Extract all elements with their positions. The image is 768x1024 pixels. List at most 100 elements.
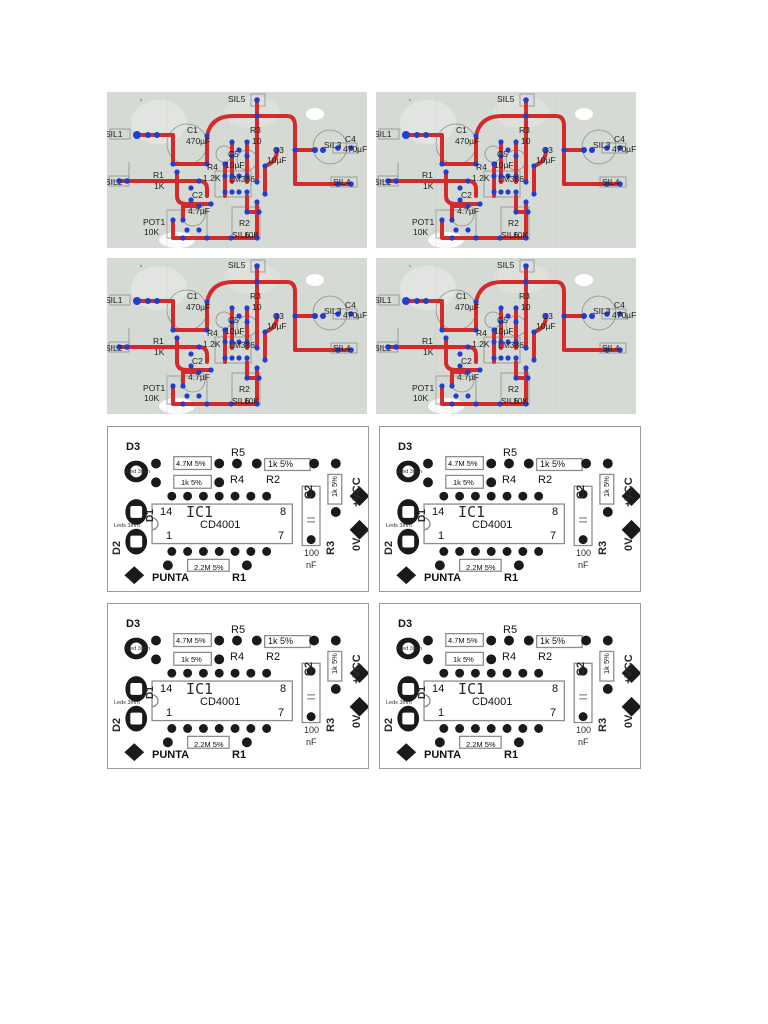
label-r4: R4: [207, 162, 218, 172]
cursor-icon: [409, 98, 411, 101]
label-ic-part: CD4001: [200, 696, 241, 708]
logic-board-1: D3 Led 3mm 4.7M 5% R5 1k 5% 1k 5% R4 R2 …: [107, 426, 369, 592]
label-punta: PUNTA: [152, 749, 190, 761]
label-pin1: 1: [438, 530, 445, 542]
label-vcc: +VCC: [623, 654, 635, 684]
value-r2: 1k 5%: [268, 636, 294, 646]
label-ic1: IC1: [458, 680, 486, 698]
label-sil2: SIL2: [107, 177, 123, 187]
label-d1: D1: [145, 509, 156, 522]
pcb-artwork: [396, 632, 640, 762]
label-c1: C1: [187, 125, 198, 135]
label-pin8: 8: [552, 506, 559, 518]
logic-board-2: D3 Led 3mm 4.7M 5% R5 1k 5% 1k 5% R4 R2 …: [379, 426, 641, 592]
value-c3: 10µF: [267, 155, 287, 165]
value-r4: 1.2K: [472, 339, 490, 349]
pcb-pads: [124, 635, 368, 762]
label-sil2: SIL2: [376, 177, 392, 187]
value-c4: 470µF: [343, 144, 367, 154]
value-c1: 470µF: [186, 136, 211, 146]
value-r2: 10K: [513, 396, 529, 406]
value-r1: 2.2M 5%: [194, 563, 224, 572]
label-leds: Leds 3mm: [386, 523, 412, 529]
label-d1: D1: [417, 509, 428, 522]
label-r2: R2: [266, 474, 281, 486]
label-pin1: 1: [166, 707, 173, 719]
label-r1: R1: [153, 336, 164, 346]
value-c2: 4.7µF: [188, 206, 210, 216]
led-lenses: [402, 465, 415, 548]
label-sil1: SIL1: [376, 295, 392, 305]
label-r2: R2: [508, 218, 519, 228]
label-r3: R3: [250, 125, 261, 135]
label-r4: R4: [502, 474, 517, 486]
value-c2-b: nF: [306, 560, 317, 570]
label-r5: R5: [231, 624, 246, 636]
label-r5: R5: [231, 447, 246, 459]
cursor-icon: [409, 264, 411, 267]
label-r1: R1: [232, 572, 247, 584]
value-c5: 10µF: [494, 326, 514, 336]
label-r3: R3: [597, 540, 609, 555]
label-sil2: SIL2: [107, 343, 123, 353]
label-leds: Leds 3mm: [114, 523, 140, 529]
label-gnd: 0V: [623, 537, 635, 551]
value-r1: 2.2M 5%: [194, 740, 224, 749]
value-c4: 470µF: [612, 310, 636, 320]
label-pin7: 7: [278, 707, 285, 719]
label-d1: D1: [145, 686, 156, 699]
led-lenses: [402, 642, 415, 725]
value-c2: 4.7µF: [188, 372, 210, 382]
label-c2: C2: [303, 484, 315, 499]
label-pot1: POT1: [143, 383, 166, 393]
label-pot1: POT1: [143, 217, 166, 227]
value-r1: 1K: [423, 181, 434, 191]
label-c5: C5: [228, 315, 239, 325]
value-r2: 10K: [244, 396, 260, 406]
label-vcc: +VCC: [351, 654, 363, 684]
value-r2: 10K: [244, 230, 260, 240]
label-d1: D1: [417, 686, 428, 699]
label-sil6: SIL6: [501, 230, 519, 240]
label-r4: R4: [502, 651, 517, 663]
value-r1: 1K: [154, 181, 165, 191]
label-sil3: SIL3: [593, 140, 611, 150]
value-r5: 4.7M 5%: [176, 459, 206, 468]
value-c2-b: nF: [306, 737, 317, 747]
label-r3: R3: [597, 717, 609, 732]
label-sil6: SIL6: [232, 396, 250, 406]
label-c2: C2: [461, 190, 472, 200]
label-r3: R3: [325, 717, 337, 732]
value-r2: 10K: [513, 230, 529, 240]
label-vcc: +VCC: [351, 477, 363, 507]
value-c4: 470µF: [343, 310, 367, 320]
label-pin8: 8: [280, 506, 287, 518]
label-sil4: SIL4: [333, 177, 351, 187]
pcb-artwork: [376, 258, 636, 414]
value-r2: 1k 5%: [540, 459, 566, 469]
value-r4: 1k 5%: [181, 655, 202, 664]
pcb-artwork: [107, 92, 367, 248]
label-c2: C2: [303, 661, 315, 676]
amp-board-3: SIL5 SIL1 C1 470µF R3 10 C4 470µF SIL3 C…: [107, 258, 367, 414]
label-led-small: Led 3mm: [127, 646, 150, 652]
value-r4: 1k 5%: [181, 478, 202, 487]
label-ic1: IC1: [186, 503, 214, 521]
cursor-icon: [140, 264, 142, 267]
label-sil4: SIL4: [602, 177, 620, 187]
label-led-small: Led 3mm: [399, 469, 422, 475]
label-gnd: 0V: [351, 714, 363, 728]
logic-board-3: D3 Led 3mm 4.7M 5% R5 1k 5% 1k 5% R4 R2 …: [107, 603, 369, 769]
value-r4: 1k 5%: [453, 655, 474, 664]
label-pin7: 7: [278, 530, 285, 542]
value-c5: 10µF: [494, 160, 514, 170]
label-c3: C3: [542, 311, 553, 321]
label-r4: R4: [476, 162, 487, 172]
label-r3: R3: [519, 291, 530, 301]
amp-board-1: SIL5 SIL1 C1 470µF R3 10 C4 470µF SIL3 C…: [107, 92, 367, 248]
value-r4: 1.2K: [203, 173, 221, 183]
glare-spot: [306, 274, 324, 286]
pcb-pads: [116, 97, 354, 241]
label-sil6: SIL6: [501, 396, 519, 406]
value-c2-b: nF: [578, 560, 589, 570]
